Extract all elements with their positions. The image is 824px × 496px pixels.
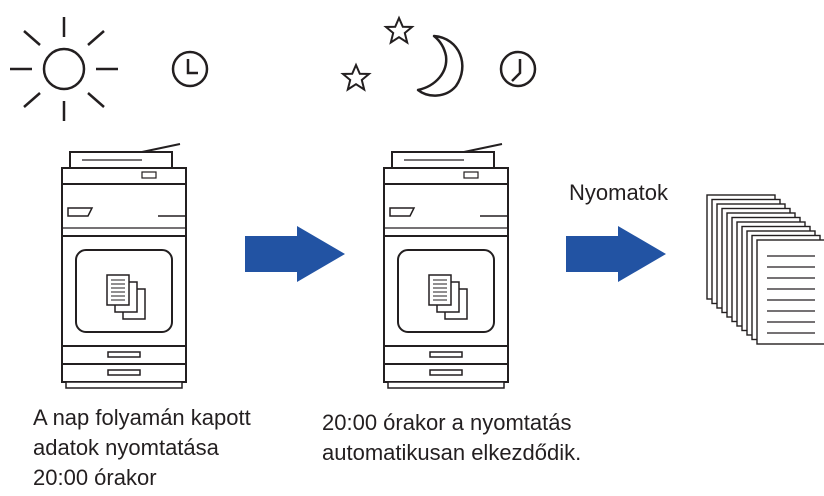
- arrow-icon: [566, 226, 666, 282]
- caption-line: 20:00 órakor a nyomtatás: [322, 410, 572, 435]
- paper-stack-icon: [706, 194, 824, 345]
- printer-icon: [383, 143, 509, 389]
- printer-icon: [61, 143, 187, 389]
- star-icon: [385, 17, 413, 44]
- star-icon: [342, 64, 370, 91]
- output-label: Nyomatok: [569, 180, 669, 205]
- caption-line: A nap folyamán kapott: [33, 405, 251, 430]
- clock-icon: [171, 50, 209, 88]
- moon-icon: [416, 34, 464, 97]
- arrow-icon: [245, 226, 345, 282]
- caption-line: automatikusan elkezdődik.: [322, 440, 582, 465]
- paper-sheet: [756, 239, 824, 345]
- clock-icon: [499, 50, 537, 88]
- caption-left: A nap folyamán kapott adatok nyomtatása …: [33, 403, 251, 493]
- caption-line: 20:00 órakor: [33, 465, 157, 490]
- caption-line: adatok nyomtatása: [33, 435, 219, 460]
- sun-icon: [10, 17, 118, 121]
- caption-middle: 20:00 órakor a nyomtatás automatikusan e…: [322, 408, 581, 468]
